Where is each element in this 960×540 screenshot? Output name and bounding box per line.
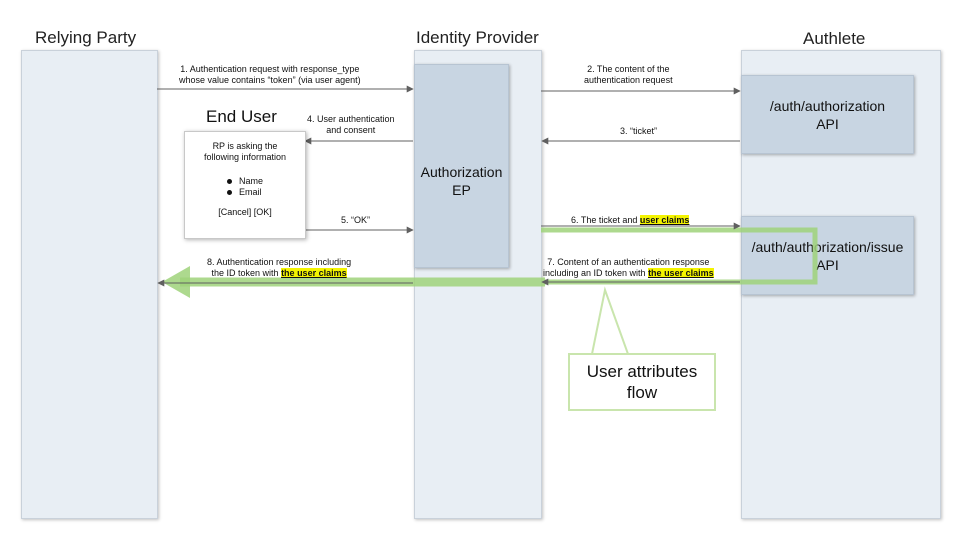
consent-text-line1: RP is asking the xyxy=(212,141,278,151)
authorization-ep-label-line1: Authorization xyxy=(420,164,503,180)
issue-api-label-line2: API xyxy=(816,256,839,273)
consent-item-name: Name xyxy=(226,176,263,187)
step-7-highlight: the user claims xyxy=(648,268,714,278)
step-3-label: 3. “ticket” xyxy=(620,126,658,136)
authorization-ep-box: Authorization EP xyxy=(414,64,509,268)
consent-text-line2: following information xyxy=(203,152,287,162)
step-1-label: 1. Authentication request with response_… xyxy=(179,64,361,86)
step-4-label: 4. User authentication and consent xyxy=(307,114,395,136)
callout-pointer xyxy=(590,286,630,355)
auth-api-label-line1: /auth/authorization xyxy=(769,97,886,114)
step-2-label: 2. The content of the authentication req… xyxy=(584,64,673,86)
consent-dialog: RP is asking the following information N… xyxy=(184,131,306,239)
step-2-line2: authentication request xyxy=(584,75,673,85)
callout-line1: User attributes xyxy=(586,362,698,381)
relying-party-lane xyxy=(21,50,158,519)
user-attributes-callout: User attributes flow xyxy=(568,353,716,411)
step-1-line1: 1. Authentication request with response_… xyxy=(180,64,360,74)
consent-item-email: Email xyxy=(226,187,263,198)
step-5-label: 5. “OK” xyxy=(341,215,371,225)
step-4-line2: and consent xyxy=(326,125,376,135)
lane-title-identity-provider: Identity Provider xyxy=(416,28,539,47)
flow-arrowhead xyxy=(162,266,190,298)
step-7-line2: including an ID token with xyxy=(543,268,649,278)
consent-buttons[interactable]: [Cancel] [OK] xyxy=(218,207,272,217)
authorization-ep-label-line2: EP xyxy=(452,182,471,198)
auth-api-label-line2: API xyxy=(816,115,839,132)
step-8-line1: 8. Authentication response including xyxy=(207,257,352,267)
lane-title-authlete: Authlete xyxy=(803,29,866,48)
step-4-line1: 4. User authentication xyxy=(307,114,395,124)
callout-line2: flow xyxy=(626,383,658,402)
step-6-label: 6. The ticket and user claims xyxy=(571,215,690,226)
step-1-line2: whose value contains “token” (via user a… xyxy=(179,75,361,85)
issue-api-label-line1: /auth/authorization/issue xyxy=(751,238,904,255)
step-6-highlight: user claims xyxy=(639,215,690,225)
step-2-line1: 2. The content of the xyxy=(587,64,670,74)
step-8-line2: the ID token with xyxy=(211,268,282,278)
step-8-label: 8. Authentication response including the… xyxy=(207,257,351,279)
end-user-title: End User xyxy=(206,107,277,126)
step-8-highlight: the user claims xyxy=(281,268,347,278)
step-7-label: 7. Content of an authentication response… xyxy=(543,257,714,279)
auth-authorization-api-box: /auth/authorization API xyxy=(741,75,914,154)
lane-title-relying-party: Relying Party xyxy=(35,28,137,47)
step-6-text: 6. The ticket and xyxy=(571,215,640,225)
step-7-line1: 7. Content of an authentication response xyxy=(547,257,710,267)
